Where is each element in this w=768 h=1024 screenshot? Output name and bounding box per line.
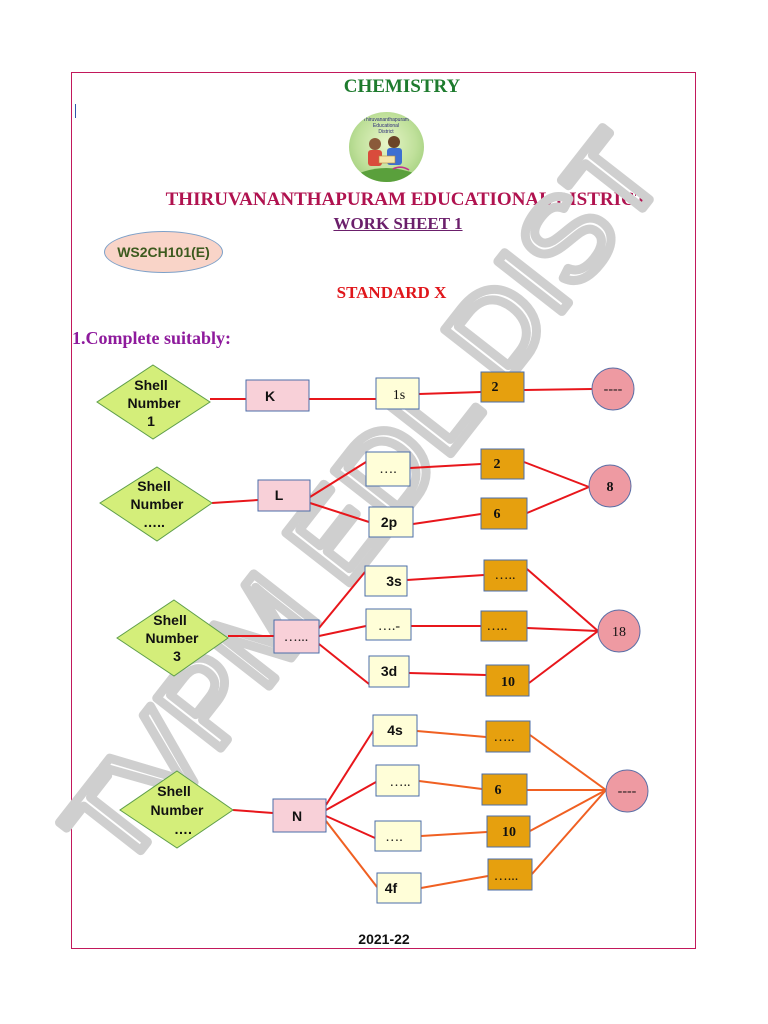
logo-text-3: District bbox=[378, 129, 394, 135]
shell-3-subshell-box-2 bbox=[365, 608, 412, 641]
shell-4-diamond-line1: Shell bbox=[157, 783, 190, 799]
shell-3-total-circle bbox=[597, 609, 641, 653]
shell-4-total: ---- bbox=[618, 784, 637, 799]
shell-4-subshell-3: …. bbox=[385, 830, 403, 845]
shell-4-electron-box-1 bbox=[485, 720, 531, 753]
shell-3-subshell-1: 3s bbox=[386, 573, 402, 589]
shell-1-group: Shell Number 1 K 1s 2 ---- bbox=[96, 364, 635, 440]
worksheet-title-text: WORK SHEET 1 bbox=[333, 214, 463, 233]
shell-4-subshell-box-2 bbox=[375, 764, 420, 797]
shell-4-electron-box-4 bbox=[487, 858, 533, 891]
shell-1-diamond-line1: Shell bbox=[134, 377, 167, 393]
page-border bbox=[71, 72, 696, 949]
shell-1-electron-box-1 bbox=[480, 371, 525, 403]
shell-2-subshell-box-1 bbox=[365, 451, 411, 487]
shell-3-subshell-box-3 bbox=[368, 655, 410, 688]
shell-2-electron-box-1 bbox=[480, 448, 525, 480]
logo-graphic: Thiruvananthapuram Educational District bbox=[357, 117, 416, 182]
shell-1-total: ---- bbox=[604, 382, 623, 397]
shell-3-subshell-3: 3d bbox=[381, 663, 397, 679]
shell-2-diamond-line3: ….. bbox=[143, 514, 165, 530]
shell-4-electron-box-2 bbox=[481, 773, 528, 806]
shell-1-diamond-line2: Number bbox=[128, 395, 181, 411]
shell-4-letter-box bbox=[272, 798, 327, 833]
shell-3-subshell-2: ….- bbox=[378, 619, 401, 634]
logo-text-2: Educational bbox=[373, 123, 399, 129]
shell-3-subshell-box-1 bbox=[364, 565, 408, 597]
standard-label: STANDARD X bbox=[336, 283, 447, 302]
logo-text-1: Thiruvananthapuram bbox=[363, 117, 409, 123]
shell-4-group: Shell Number …. N 4s ….. …. 4f ….. 6 10 … bbox=[119, 714, 649, 904]
shell-4-subshell-box-3 bbox=[374, 820, 422, 852]
worksheet-title: WORK SHEET 1 bbox=[0, 214, 768, 234]
shell-4-electron-1: ….. bbox=[494, 730, 515, 745]
shell-2-total-circle bbox=[588, 464, 632, 508]
question-heading: 1.Complete suitably: bbox=[72, 328, 231, 348]
shell-2-total: 8 bbox=[607, 480, 614, 495]
shell-1-subshell-box-1 bbox=[375, 377, 420, 410]
shell-3-group: Shell Number 3 …... 3s ….- 3d ….. ….. 10… bbox=[116, 559, 641, 697]
shell-3-letter-box bbox=[273, 619, 320, 654]
shell-2-letter-box bbox=[257, 479, 311, 512]
shell-2-diamond bbox=[99, 466, 213, 542]
shell-1-total-circle bbox=[591, 367, 635, 411]
shell-4-subshell-1: 4s bbox=[387, 722, 403, 738]
shell-3-electron-box-1 bbox=[483, 559, 528, 592]
shell-4-diamond bbox=[119, 770, 234, 849]
shell-2-electron-box-2 bbox=[480, 497, 528, 530]
shell-4-letter: N bbox=[292, 808, 302, 824]
shell-1-electron-1: 2 bbox=[492, 380, 499, 395]
shell-2-diamond-line2: Number bbox=[131, 496, 184, 512]
shell-2-electron-2: 6 bbox=[494, 507, 501, 522]
district-logo: Thiruvananthapuram Educational District bbox=[349, 112, 424, 182]
shell-2-group: Shell Number ….. L …. 2p 2 6 8 bbox=[99, 448, 632, 542]
shell-4-electron-box-3 bbox=[486, 815, 531, 848]
shell-1-letter-box bbox=[245, 379, 310, 412]
shell-2-electron-1: 2 bbox=[494, 457, 501, 472]
shell-4-electron-4: …... bbox=[494, 869, 519, 884]
subject-title: CHEMISTRY bbox=[343, 76, 461, 97]
shell-2-letter: L bbox=[275, 487, 284, 503]
shell-3-diamond bbox=[116, 599, 229, 677]
academic-year: 2021-22 bbox=[358, 931, 410, 947]
shell-4-electron-3: 10 bbox=[502, 825, 516, 840]
worksheet-code: WS2CH101(E) bbox=[104, 231, 223, 273]
shell-4-electron-2: 6 bbox=[495, 783, 502, 798]
district-title: THIRUVANANTHAPURAM EDUCATIONAL DISTRICT bbox=[165, 189, 648, 210]
shell-3-total: 18 bbox=[612, 625, 626, 640]
shell-1-subshell-1: 1s bbox=[393, 388, 405, 403]
shell-3-diamond-line1: Shell bbox=[153, 612, 186, 628]
shell-4-subshell-4: 4f bbox=[385, 880, 398, 896]
shell-3-electron-3: 10 bbox=[501, 675, 515, 690]
shell-2-diamond-line1: Shell bbox=[137, 478, 170, 494]
shell-2-subshell-2: 2p bbox=[381, 514, 397, 530]
shell-3-electron-box-3 bbox=[485, 664, 530, 697]
shell-4-subshell-box-4 bbox=[376, 872, 422, 904]
shell-3-diamond-line3: 3 bbox=[173, 648, 181, 664]
shell-3-electron-1: ….. bbox=[495, 568, 516, 583]
shell-4-total-circle bbox=[605, 769, 649, 813]
shell-3-diamond-line2: Number bbox=[146, 630, 199, 646]
shell-3-electron-2: ….. bbox=[487, 619, 508, 634]
text-cursor bbox=[75, 104, 76, 118]
shell-4-subshell-2: ….. bbox=[390, 775, 411, 790]
shell-1-diamond bbox=[96, 364, 211, 440]
shell-4-subshell-box-1 bbox=[372, 714, 418, 747]
shell-2-subshell-box-2 bbox=[368, 506, 414, 538]
shell-1-letter: K bbox=[265, 388, 275, 404]
shell-4-diamond-line2: Number bbox=[151, 802, 204, 818]
shell-3-electron-box-2 bbox=[480, 610, 528, 642]
shell-2-subshell-1: …. bbox=[379, 462, 397, 477]
shell-1-diamond-line3: 1 bbox=[147, 413, 155, 429]
shell-4-diamond-line3: …. bbox=[174, 821, 192, 837]
shell-3-letter: …... bbox=[284, 630, 309, 645]
